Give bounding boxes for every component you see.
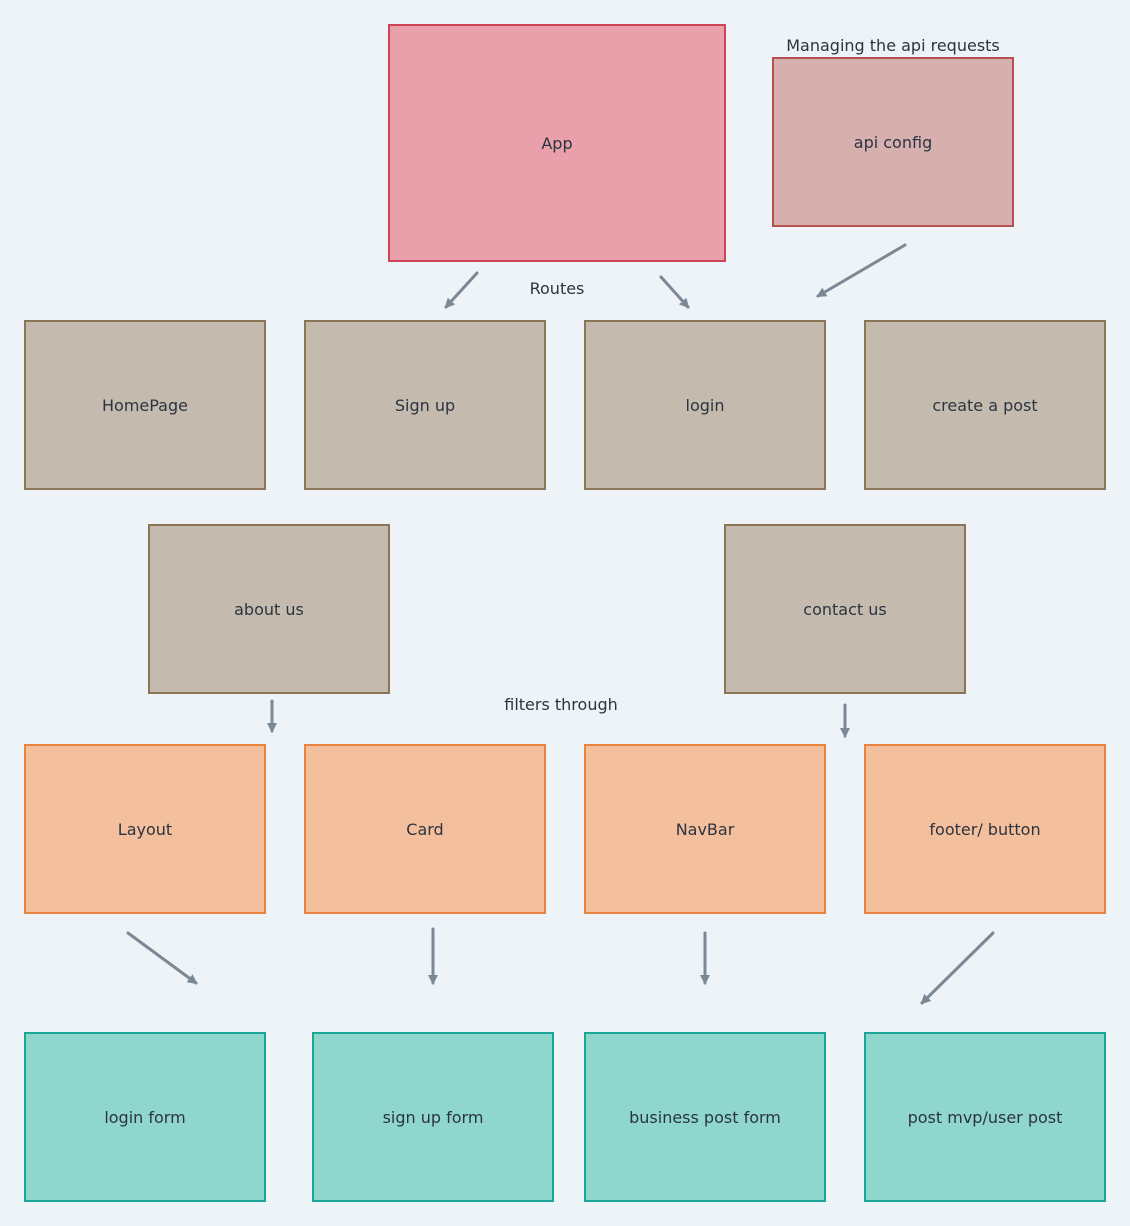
card-node-label: Card <box>406 819 444 839</box>
footer-button-node-label: footer/ button <box>929 819 1041 839</box>
layout-node: Layout <box>24 744 266 914</box>
filters-label: filters through <box>504 695 618 714</box>
arrow-app-to-login <box>659 275 690 309</box>
login-node-label: login <box>685 395 725 415</box>
contact-us-node-label: contact us <box>803 599 887 619</box>
post-mvp-node: post mvp/user post <box>864 1032 1106 1202</box>
create-post-node-label: create a post <box>932 395 1038 415</box>
login-form-node-label: login form <box>104 1107 186 1127</box>
arrow-app-to-signup <box>444 271 479 309</box>
routes-label: Routes <box>529 279 585 298</box>
login-form-node: login form <box>24 1032 266 1202</box>
arrow-footer-to-postmvp <box>920 931 995 1005</box>
navbar-node: NavBar <box>584 744 826 914</box>
business-post-form-node: business post form <box>584 1032 826 1202</box>
arrow-api-to-login <box>816 243 907 298</box>
card-node: Card <box>304 744 546 914</box>
sign-up-form-node-label: sign up form <box>382 1107 484 1127</box>
sign-up-node-label: Sign up <box>394 395 456 415</box>
homepage-node-label: HomePage <box>102 395 188 415</box>
contact-us-node: contact us <box>724 524 966 694</box>
create-post-node: create a post <box>864 320 1106 490</box>
api-config-node-label: api config <box>853 132 933 152</box>
homepage-node: HomePage <box>24 320 266 490</box>
arrow-layout-to-loginform <box>126 931 198 985</box>
business-post-form-node-label: business post form <box>629 1107 781 1127</box>
about-us-node-label: about us <box>234 599 304 619</box>
post-mvp-node-label: post mvp/user post <box>907 1107 1063 1127</box>
sign-up-node: Sign up <box>304 320 546 490</box>
footer-button-node: footer/ button <box>864 744 1106 914</box>
sign-up-form-node: sign up form <box>312 1032 554 1202</box>
app-node-label: App <box>541 133 573 153</box>
app-node: App <box>388 24 726 262</box>
navbar-node-label: NavBar <box>675 819 735 839</box>
login-node: login <box>584 320 826 490</box>
api-config-node: api config <box>772 57 1014 227</box>
about-us-node: about us <box>148 524 390 694</box>
layout-node-label: Layout <box>117 819 173 839</box>
api-note-label: Managing the api requests <box>786 36 1000 55</box>
